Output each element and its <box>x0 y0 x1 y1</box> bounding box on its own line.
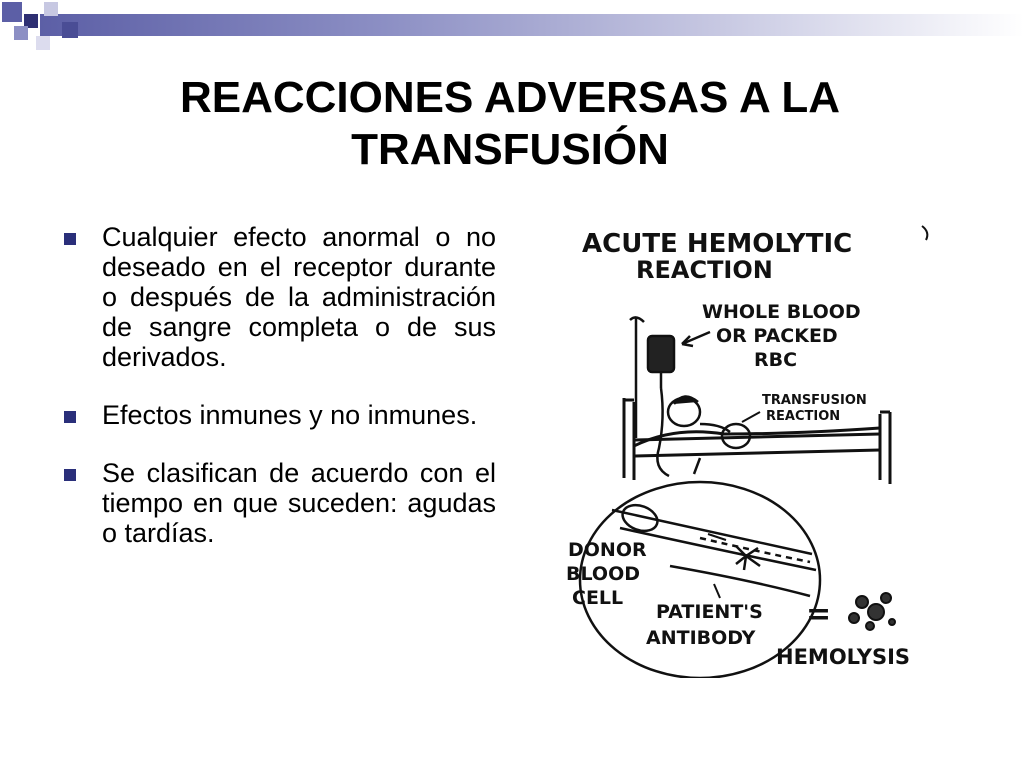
bullet-item: Efectos inmunes y no inmunes. <box>60 400 496 430</box>
hospital-bed-icon <box>622 398 892 484</box>
arrow-icon <box>741 411 761 423</box>
label-whole-blood-line-3: RBC <box>754 349 797 371</box>
corner-mark <box>921 225 929 241</box>
decor-square <box>24 14 38 28</box>
bullet-text: Cualquier efecto anormal o no deseado en… <box>102 222 496 372</box>
label-donor-line-1: DONOR <box>568 539 647 561</box>
lysed-cell-icon <box>848 592 896 631</box>
bullet-list: Cualquier efecto anormal o no deseado en… <box>60 222 496 576</box>
acute-hemolytic-reaction-illustration: ACUTE HEMOLYTIC REACTION WHOLE BLOOD OR … <box>566 225 929 678</box>
label-whole-blood-line-2: OR PACKED <box>716 325 838 347</box>
slide-title: REACCIONES ADVERSAS A LA TRANSFUSIÓN <box>60 72 960 176</box>
arrow-icon <box>713 583 721 599</box>
decor-square <box>36 36 50 50</box>
slide-title-line-1: REACCIONES ADVERSAS A LA <box>179 73 841 122</box>
equals-sign: = <box>806 597 831 632</box>
header-gradient-bar <box>40 14 1024 36</box>
illustration-heading-line-1: ACUTE HEMOLYTIC <box>582 229 852 259</box>
patient-icon <box>666 395 752 450</box>
decor-square <box>44 2 58 16</box>
bullet-item: Se clasifican de acuerdo con el tiempo e… <box>60 458 496 548</box>
square-bullet-icon <box>64 469 76 481</box>
arrowhead-icon <box>681 335 694 348</box>
slide-title-line-2: TRANSFUSIÓN <box>351 125 669 174</box>
bullet-text: Efectos inmunes y no inmunes. <box>102 400 478 430</box>
iv-bag-icon <box>629 316 676 478</box>
decor-square <box>62 22 78 38</box>
decor-square <box>2 2 22 22</box>
decor-square <box>14 26 28 40</box>
label-patient-antibody-line-1: PATIENT'S <box>656 601 763 623</box>
label-transfusion-reaction-line-1: TRANSFUSION <box>762 393 867 408</box>
square-bullet-icon <box>64 411 76 423</box>
label-donor-line-3: CELL <box>572 587 623 609</box>
square-bullet-icon <box>64 233 76 245</box>
illustration-heading-line-2: REACTION <box>636 256 773 284</box>
bullet-item: Cualquier efecto anormal o no deseado en… <box>60 222 496 372</box>
label-donor-line-2: BLOOD <box>566 563 640 585</box>
magnified-vessel-icon <box>578 480 822 678</box>
arrow-icon <box>707 533 727 541</box>
bullet-text: Se clasifican de acuerdo con el tiempo e… <box>102 458 496 548</box>
label-hemolysis: HEMOLYSIS <box>776 645 910 669</box>
label-whole-blood-line-1: WHOLE BLOOD <box>702 301 861 323</box>
slide-header-decoration <box>0 0 1024 60</box>
arrow-icon <box>681 330 711 346</box>
zoom-pointer-line <box>692 457 702 475</box>
label-transfusion-reaction-line-2: REACTION <box>766 409 840 424</box>
antibody-icon <box>735 545 761 571</box>
label-patient-antibody-line-2: ANTIBODY <box>646 627 756 649</box>
